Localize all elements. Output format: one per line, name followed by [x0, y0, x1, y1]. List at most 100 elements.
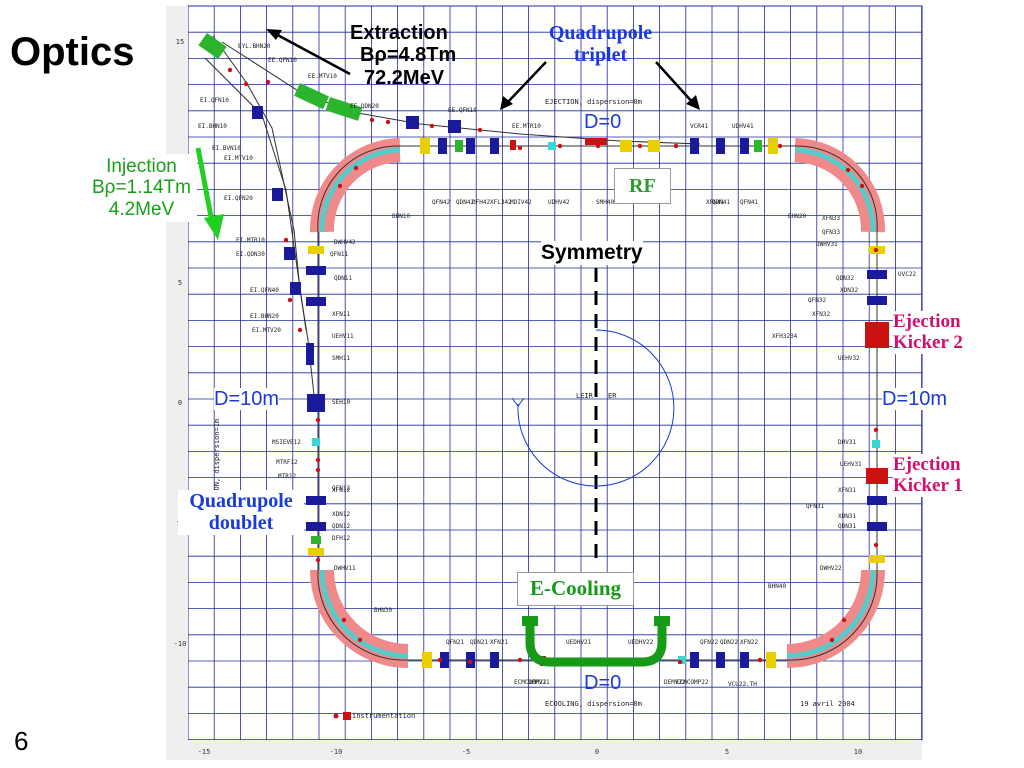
yellow-top-3 [648, 140, 660, 152]
quad-triplet-label: Quadrupole triplet [528, 22, 673, 67]
quad-triplet-line-1: Quadrupole [548, 22, 653, 44]
extraction-arrowhead [266, 29, 282, 40]
element-label: UDHV42 [548, 199, 570, 206]
legend-dot [333, 713, 339, 719]
extraction-label: Extraction Bρ=4.8Tm 72.2MeV [350, 22, 456, 89]
element-label: UEHV31 [840, 461, 862, 468]
instrumentation-dot [341, 617, 347, 623]
element-label: QDN41 [712, 199, 731, 206]
element-label: EE.MTR10 [512, 123, 541, 130]
element-label: QFN12 [332, 485, 351, 492]
element-label: EI.QFN40 [250, 287, 279, 294]
ecooling-cap-right [654, 616, 670, 626]
quad-bottom-1 [440, 652, 449, 668]
element-label: SMH11 [332, 355, 351, 362]
quad-ext-2 [448, 120, 461, 133]
quad-top-1 [438, 138, 447, 154]
element-label: QDN11 [334, 275, 353, 282]
chamber-top-right [794, 147, 876, 233]
instrumentation-dot [517, 657, 523, 663]
ejection-kicker-2-magnet [865, 322, 889, 348]
element-label: XDN12 [332, 511, 351, 518]
instrumentation-dot [859, 183, 865, 189]
element-label: QFN41 [740, 199, 759, 206]
element-label: XDN32 [840, 287, 859, 294]
quad-right-3 [867, 496, 887, 505]
element-label: BHN20 [788, 213, 807, 220]
cyan-top [548, 142, 556, 150]
ecooling-label: E-Cooling [517, 572, 635, 606]
quad-inj-3 [284, 247, 295, 260]
element-label: QDN21 [470, 639, 489, 646]
x-tick-label: -5 [462, 748, 470, 756]
extraction-arrow [271, 30, 351, 76]
element-label: UEHV32 [838, 355, 860, 362]
rotation-arrow [517, 329, 675, 487]
quad-bottom-5 [716, 652, 725, 668]
instrumentation-legend: instrumentation [352, 712, 415, 720]
d-left-label: D=10m [214, 388, 280, 411]
injection-label: Injection Bρ=1.14Tm 4.2MeV [86, 154, 197, 222]
chamber-bottom-right [786, 569, 876, 659]
ecooling-u-shape [525, 620, 667, 667]
chamber-bottom-left [319, 569, 409, 659]
instrumentation-dot [287, 297, 293, 303]
injection-arrow-shaft [195, 147, 215, 223]
septum-extraction-1 [198, 33, 227, 60]
instrumentation-dot [315, 557, 321, 563]
green-top-1 [455, 140, 463, 152]
instrumentation-dot [315, 457, 321, 463]
element-label: MSIEVE12 [272, 439, 301, 446]
element-label: ECMCOMP22 [676, 679, 709, 686]
element-label: XFL342 [490, 199, 512, 206]
instrumentation-dot [369, 117, 375, 123]
element-label: XFN32 [812, 311, 831, 318]
quad-left-4 [306, 522, 326, 531]
instrumentation-dot [829, 637, 835, 643]
element-label: EI.MTV20 [252, 327, 281, 334]
quad-inj-2 [272, 188, 283, 201]
element-label: VCR41 [690, 123, 709, 130]
ejection-kickers [865, 322, 889, 484]
rf-label: RF [614, 168, 671, 205]
annotation-arrows [266, 29, 700, 110]
triplet-arrowhead-left [500, 96, 513, 110]
element-label: BHN40 [768, 583, 787, 590]
rotation-arrowhead [511, 397, 525, 407]
quad-left-2 [306, 297, 326, 306]
element-label: XFN21 [490, 639, 509, 646]
yellow-left-1 [308, 246, 324, 254]
element-label: ECMCOMP21 [514, 679, 547, 686]
element-label: EI.BHN10 [198, 123, 227, 130]
element-label: EYL.BHN20 [238, 43, 271, 50]
extraction-line-2: Bρ=4.8Tm [360, 44, 457, 67]
date-label: 19 avril 2004 [800, 700, 855, 708]
instrumentation-dot [437, 657, 443, 663]
quad-top-3 [490, 138, 499, 154]
element-label: QFN42 [432, 199, 451, 206]
x-tick-label: 5 [725, 748, 729, 756]
element-label: QDN12 [332, 523, 351, 530]
dipole-chambers [319, 147, 876, 659]
quad-left-1 [306, 266, 326, 275]
cyan-bottom [678, 656, 686, 664]
x-tick-label: -10 [330, 748, 343, 756]
element-label: QDN31 [838, 523, 857, 530]
element-label: UEDHV21 [566, 639, 592, 646]
element-label: UEHV11 [332, 333, 354, 340]
quad-bottom-4 [690, 652, 699, 668]
quad-right-1 [867, 270, 887, 279]
quad-inj-6 [307, 394, 325, 412]
instrumentation-dot [357, 637, 363, 643]
instrumentation-dot [283, 237, 289, 243]
element-label: DWHV11 [334, 565, 356, 572]
element-label: DWHV22 [820, 565, 842, 572]
y-tick-label: 0 [178, 399, 182, 407]
element-label: EI.QFN10 [200, 97, 229, 104]
instrumentation-dots [227, 67, 879, 665]
element-label: QFN22 [700, 639, 719, 646]
instrumentation-dot [243, 81, 249, 87]
quad-doublet-label: Quadrupole doublet [178, 490, 304, 535]
instrumentation-dot [777, 143, 783, 149]
quad-triplet-line-2: triplet [573, 44, 628, 67]
